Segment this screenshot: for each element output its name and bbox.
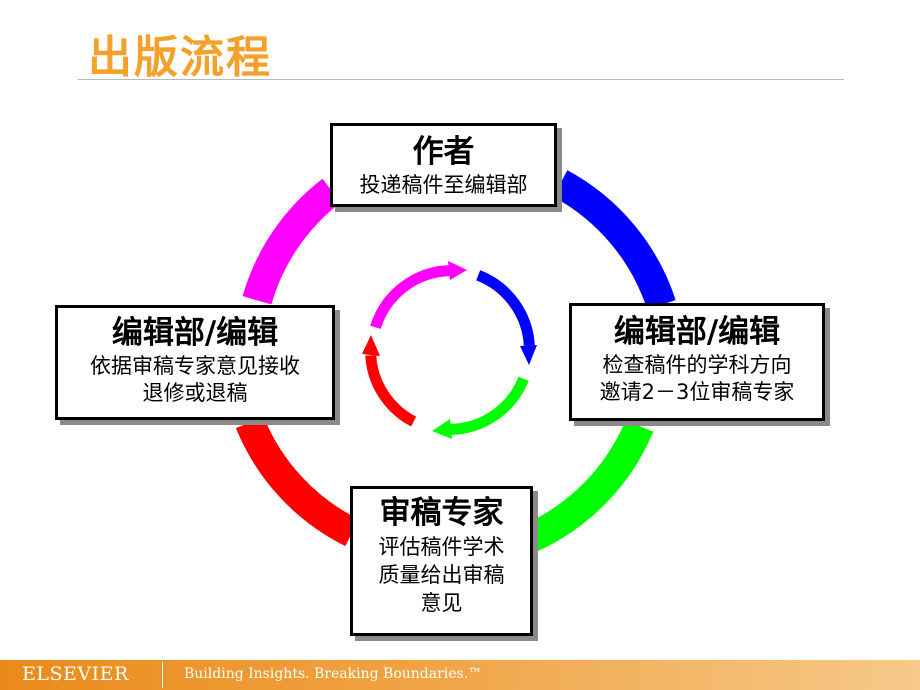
node-editor-decision: 编辑部/编辑 依据审稿专家意见接收 退修或退稿 [55, 305, 335, 420]
node-editor-decision-title: 编辑部/编辑 [111, 315, 279, 351]
node-author-desc: 投递稿件至编辑部 [359, 173, 528, 197]
outer-arc-bottom-left [235, 416, 359, 547]
node-editor-check-desc: 检查稿件的学科方向 邀请2－3位审稿专家 [599, 353, 795, 404]
node-editor-check-title: 编辑部/编辑 [613, 314, 781, 350]
node-author-title: 作者 [412, 134, 475, 170]
node-editor-check: 编辑部/编辑 检查稿件的学科方向 邀请2－3位审稿专家 [569, 303, 825, 421]
inner-arrowhead-blue [520, 345, 537, 365]
inner-arc-bottom-right [450, 376, 529, 435]
footer-tagline: Building Insights. Breaking Boundaries.™ [184, 666, 483, 682]
inner-arc-bottom-left [365, 354, 417, 427]
outer-arc-top-left [242, 178, 341, 305]
cycle-diagram [235, 170, 676, 553]
node-reviewer-desc: 评估稿件学术 质量给出审稿 意见 [378, 535, 505, 615]
footer-bar: ELSEVIER Building Insights. Breaking Bou… [0, 660, 920, 690]
inner-arc-top-right [476, 270, 535, 346]
outer-arc-bottom-right [522, 420, 654, 553]
outer-arc-top-right [552, 170, 676, 310]
node-editor-decision-desc: 依据审稿专家意见接收 退修或退稿 [90, 354, 300, 405]
node-reviewer-title: 审稿专家 [379, 495, 504, 531]
title-underline [78, 79, 844, 80]
node-author: 作者 投递稿件至编辑部 [330, 123, 557, 207]
inner-arrowhead-magenta [448, 261, 467, 280]
elsevier-logo: ELSEVIER [22, 663, 129, 685]
slide-title: 出版流程 [88, 32, 272, 83]
inner-arrowhead-green [432, 419, 452, 439]
inner-arc-top-left [370, 265, 451, 330]
node-reviewer: 审稿专家 评估稿件学术 质量给出审稿 意见 [350, 486, 533, 636]
footer-divider [162, 662, 163, 688]
inner-arrowhead-red [362, 335, 380, 356]
